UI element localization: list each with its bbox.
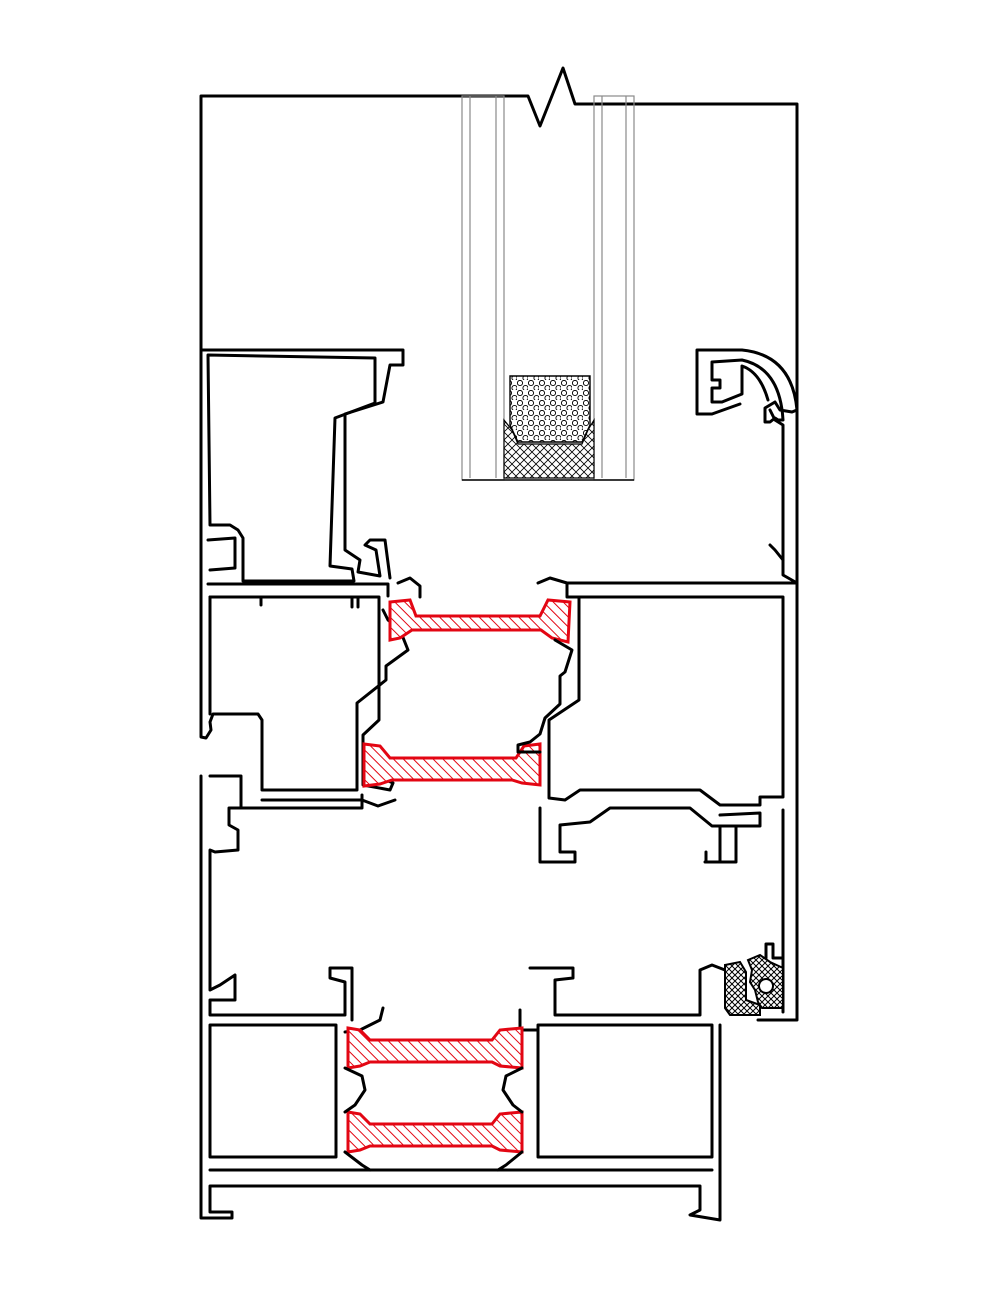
sash-profile (208, 1023, 338, 1159)
sash-profile (565, 408, 799, 585)
frame-profile (199, 774, 722, 1222)
thermal-break-strip (346, 1110, 524, 1154)
glass-pane-left (461, 95, 505, 481)
glazing-gasket (199, 343, 405, 580)
glass-pane-right (593, 95, 635, 481)
secondary-sealant (503, 417, 595, 479)
thermal-break-strip (388, 598, 572, 644)
sash-profile (536, 576, 785, 807)
glazing-unit (461, 95, 635, 481)
desiccant-spacer (509, 375, 591, 443)
frame-outline (199, 66, 799, 1022)
thermal-break-strip (346, 1026, 524, 1070)
sash-profile (199, 343, 422, 792)
thermal-break-strip (362, 742, 542, 788)
glazing-bead (695, 348, 799, 424)
